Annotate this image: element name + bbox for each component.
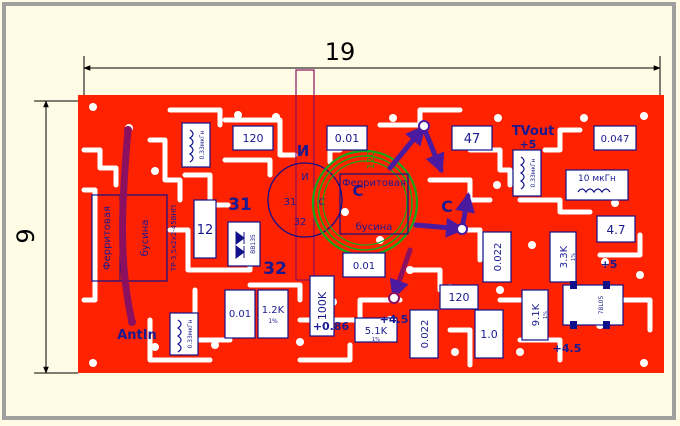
l033-bottom <box>169 312 199 356</box>
c47-r-label: 4.7 <box>606 223 625 237</box>
antenna-wire-end-top <box>124 126 132 134</box>
winding-pad-bottom <box>388 292 400 304</box>
r91k-tol: 1% <box>543 311 549 319</box>
dimension-width: 19 <box>83 38 661 96</box>
tv-plus5-label: +5 <box>520 138 537 151</box>
varicap-diodes: BB135 <box>227 221 261 267</box>
l033-tv-label: 0.33мкГн <box>530 158 537 187</box>
dimension-height: 9 <box>12 100 78 374</box>
height-label: 9 <box>12 228 40 243</box>
outer-frame <box>2 2 676 420</box>
c001-bl-label: 0.01 <box>229 309 251 320</box>
regulator-label: 78L05 <box>598 296 605 315</box>
plus5-right-label: +5 <box>601 258 618 271</box>
width-label: 19 <box>325 38 356 66</box>
r120-top-label: 120 <box>243 132 264 145</box>
ferrite-left-b: бусина <box>140 220 151 257</box>
r51k-tol: 1% <box>372 337 380 343</box>
c0022-b-label: 0.022 <box>420 320 431 349</box>
ferrite-center-a: Ферритовая <box>342 178 406 189</box>
c47 <box>451 125 493 151</box>
r120-b <box>439 284 479 310</box>
ferrite-left-ref: ТР-3,5х2х2-45ВНП <box>170 205 178 272</box>
plus45-mid-label: +4.5 <box>380 313 409 326</box>
l10uh <box>565 169 629 201</box>
c001-mid-label: 0.01 <box>353 261 375 272</box>
r33k-label: 3.3K <box>559 245 570 268</box>
r91k-label: 9.1K <box>531 303 542 326</box>
node-c-label: С <box>441 197 453 216</box>
transistor-32-label: 32 <box>263 259 287 279</box>
pin-i-small: И <box>301 172 308 183</box>
coil-icon-tv <box>519 156 525 190</box>
r120-b-label: 120 <box>449 291 470 304</box>
component-labels: 120 0.01 47 0.047 10 мкГн 0.33мкГн 0.33м… <box>187 130 629 348</box>
c0022-r <box>482 231 512 283</box>
transistor: И 31 32 С И 31 32 С <box>228 69 364 281</box>
r51k <box>354 317 398 343</box>
winding-pad-top <box>418 120 430 132</box>
c12 <box>193 199 217 259</box>
r12k-label: 1.2K <box>262 305 285 316</box>
r100k-label: 100K <box>316 291 329 320</box>
winding-pad-right <box>456 223 468 235</box>
r51k-label: 5.1K <box>365 326 388 337</box>
c10-label: 1.0 <box>480 328 498 341</box>
c0047-label: 0.047 <box>601 134 630 145</box>
r12k-tol: 1% <box>268 318 278 325</box>
pin-c-small: С <box>319 197 326 208</box>
coil-symbols <box>176 129 611 353</box>
r33k-tol: 1% <box>571 253 577 261</box>
transistor-c-label: С <box>352 182 363 200</box>
c001-top <box>326 125 368 151</box>
tv-out-label: TVout <box>512 124 555 139</box>
l033-top-label: 0.33мкГн <box>199 130 206 159</box>
isolation-gaps <box>81 107 653 368</box>
antenna-wire-end-bottom <box>128 318 136 326</box>
regulator <box>562 284 624 326</box>
r33k <box>549 231 577 283</box>
r12k <box>257 289 289 339</box>
diode-ref-label: BB135 <box>250 234 257 254</box>
coil-icon-top <box>188 129 194 163</box>
coil-icon-bottom <box>176 319 182 353</box>
l033-tv <box>512 149 542 197</box>
c001-bl <box>224 289 256 339</box>
coil-icon-10uh <box>577 188 611 194</box>
components <box>169 122 637 359</box>
pin-32-small: 32 <box>294 217 307 228</box>
l033-bottom-label: 0.33мкГн <box>187 319 194 348</box>
transistor-i-label: И <box>297 142 310 160</box>
c10 <box>474 309 504 359</box>
c001-mid <box>342 252 386 278</box>
ferrite-center-b: бусина <box>356 222 393 233</box>
l10uh-label: 10 мкГн <box>578 174 616 184</box>
c0047 <box>593 125 637 151</box>
c0022-b <box>409 309 439 359</box>
c47-label: 47 <box>464 132 481 147</box>
plus45-right-label: +4.5 <box>553 342 582 355</box>
transistor-31-label: 31 <box>228 195 252 215</box>
node-labels: AntIn TVout +5 +5 +4.5 +4.5 +0.86 С <box>117 124 617 355</box>
ferrite-left-a: Ферритовая <box>102 206 113 270</box>
r91k <box>521 289 549 341</box>
plus086-label: +0.86 <box>313 320 350 333</box>
r100k <box>309 275 335 337</box>
pin-31-small: 31 <box>284 197 297 208</box>
c12-label: 12 <box>197 223 214 238</box>
antenna-wire <box>119 126 136 326</box>
coil-120-label: 120 <box>366 150 377 169</box>
c0022-r-label: 0.022 <box>493 243 504 272</box>
ant-in-label: AntIn <box>117 328 157 343</box>
r120-top <box>232 125 274 151</box>
regulator-pins <box>570 281 610 329</box>
l033-top <box>181 122 211 168</box>
c47-r <box>596 215 636 243</box>
c001-top-label: 0.01 <box>335 132 360 145</box>
